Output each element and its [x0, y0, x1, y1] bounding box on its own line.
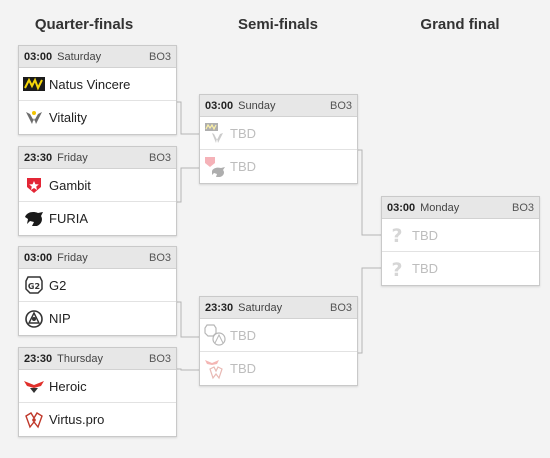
- team-row[interactable]: NIP: [19, 302, 176, 335]
- match-format: BO3: [329, 301, 352, 314]
- team-row[interactable]: TBD: [200, 319, 357, 352]
- match-day: Friday: [57, 251, 88, 264]
- team-row[interactable]: TBD: [200, 117, 357, 150]
- team-row[interactable]: Virtus.pro: [19, 403, 176, 436]
- team-name: TBD: [230, 125, 256, 141]
- match-header: 23:30 Thursday BO3: [19, 348, 176, 370]
- match-time: 03:00: [24, 251, 53, 264]
- team-name: Gambit: [49, 177, 91, 193]
- match-format: BO3: [148, 352, 171, 365]
- nip-logo-icon: [23, 308, 45, 330]
- match-grand-final[interactable]: 03:00 Monday BO3 ? TBD ? TBD: [381, 196, 540, 286]
- match-header: 03:00 Saturday BO3: [19, 46, 176, 68]
- team-row[interactable]: TBD: [200, 150, 357, 183]
- match-format: BO3: [329, 99, 352, 112]
- vitality-logo-icon: [23, 107, 45, 129]
- team-row[interactable]: TBD: [200, 352, 357, 385]
- match-format: BO3: [148, 50, 171, 63]
- team-name: TBD: [412, 261, 438, 276]
- match-day: Saturday: [57, 50, 102, 63]
- match-quarterfinal-4[interactable]: 23:30 Thursday BO3 Heroic Virtus.pro: [18, 347, 177, 437]
- team-row[interactable]: Natus Vincere: [19, 68, 176, 101]
- match-day: Sunday: [238, 99, 276, 112]
- match-header: 23:30 Saturday BO3: [200, 297, 357, 319]
- team-row[interactable]: Gambit: [19, 169, 176, 202]
- heroic-logo-icon: [23, 375, 45, 397]
- team-name: TBD: [230, 159, 256, 174]
- match-header: 03:00 Sunday BO3: [200, 95, 357, 117]
- column-title-semi-finals: Semi-finals: [237, 16, 319, 33]
- match-time: 03:00: [387, 201, 416, 214]
- team-name: Vitality: [49, 110, 88, 125]
- match-day: Monday: [420, 201, 460, 214]
- natus-vincere-logo-icon: [23, 73, 45, 95]
- furia-logo-icon: [23, 208, 45, 230]
- g2-logo-icon: G2: [23, 274, 45, 296]
- team-name: TBD: [230, 361, 256, 376]
- team-name: Virtus.pro: [49, 412, 105, 427]
- team-row[interactable]: FURIA: [19, 202, 176, 235]
- match-quarterfinal-1[interactable]: 03:00 Saturday BO3 Natus Vincere Vitalit…: [18, 45, 177, 135]
- match-time: 23:30: [24, 352, 53, 365]
- match-quarterfinal-2[interactable]: 23:30 Friday BO3 Gambit FURIA: [18, 146, 177, 236]
- question-mark-icon: ?: [386, 224, 408, 246]
- match-format: BO3: [148, 251, 171, 264]
- match-time: 03:00: [205, 99, 234, 112]
- match-header: 23:30 Friday BO3: [19, 147, 176, 169]
- match-format: BO3: [148, 151, 171, 164]
- match-day: Saturday: [238, 301, 283, 314]
- heroic-virtus-pro-placeholder-icon: [204, 358, 226, 380]
- g2-nip-placeholder-icon: [204, 324, 226, 346]
- team-row[interactable]: G2 G2: [19, 269, 176, 302]
- team-row[interactable]: ? TBD: [382, 219, 539, 252]
- team-name: Natus Vincere: [49, 76, 131, 92]
- navi-vitality-placeholder-icon: [204, 122, 226, 144]
- match-time: 03:00: [24, 50, 53, 63]
- team-row[interactable]: Vitality: [19, 101, 176, 134]
- gambit-logo-icon: [23, 174, 45, 196]
- question-mark-icon: ?: [386, 258, 408, 280]
- team-name: FURIA: [49, 211, 88, 226]
- match-header: 03:00 Friday BO3: [19, 247, 176, 269]
- match-header: 03:00 Monday BO3: [382, 197, 539, 219]
- match-time: 23:30: [205, 301, 234, 314]
- team-name: TBD: [230, 327, 256, 343]
- column-title-grand-final: Grand final: [420, 16, 500, 33]
- match-day: Friday: [57, 151, 88, 164]
- team-name: G2: [49, 277, 67, 293]
- virtus-pro-logo-icon: [23, 409, 45, 431]
- svg-text:?: ?: [391, 259, 402, 279]
- match-time: 23:30: [24, 151, 53, 164]
- team-name: NIP: [49, 311, 71, 326]
- team-row[interactable]: Heroic: [19, 370, 176, 403]
- match-format: BO3: [511, 201, 534, 214]
- match-quarterfinal-3[interactable]: 03:00 Friday BO3 G2 G2 NIP: [18, 246, 177, 336]
- match-semifinal-2[interactable]: 23:30 Saturday BO3 TBD TBD: [199, 296, 358, 386]
- svg-text:G2: G2: [28, 282, 40, 291]
- team-name: Heroic: [49, 378, 87, 394]
- svg-text:?: ?: [391, 225, 402, 245]
- gambit-furia-placeholder-icon: [204, 156, 226, 178]
- match-day: Thursday: [57, 352, 103, 365]
- team-row[interactable]: ? TBD: [382, 252, 539, 285]
- column-title-quarter-finals: Quarter-finals: [34, 16, 134, 33]
- team-name: TBD: [412, 227, 438, 243]
- match-semifinal-1[interactable]: 03:00 Sunday BO3 TBD TBD: [199, 94, 358, 184]
